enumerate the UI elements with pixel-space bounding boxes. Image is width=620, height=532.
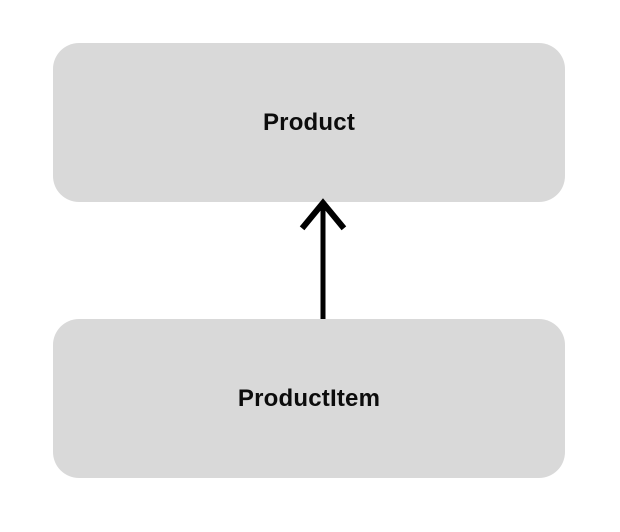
node-product: Product bbox=[53, 43, 565, 202]
node-productitem: ProductItem bbox=[53, 319, 565, 478]
node-product-label: Product bbox=[262, 108, 356, 136]
arrowhead-chevron-up bbox=[299, 198, 347, 231]
node-productitem-label: ProductItem bbox=[237, 384, 381, 412]
